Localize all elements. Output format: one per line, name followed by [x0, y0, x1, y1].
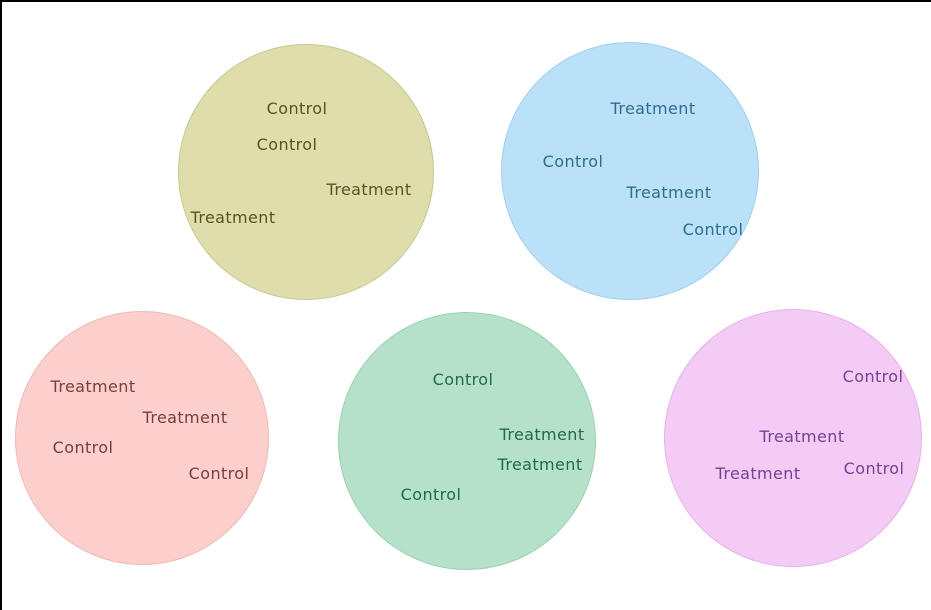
point-label: Treatment — [190, 208, 276, 227]
cluster-circle-green — [338, 312, 596, 570]
point-label: Treatment — [610, 99, 696, 118]
point-label: Treatment — [326, 180, 412, 199]
point-label: Treatment — [715, 464, 801, 483]
point-label: Control — [266, 99, 328, 118]
point-label: Control — [432, 370, 494, 389]
point-label: Control — [256, 135, 318, 154]
point-label: Treatment — [142, 408, 228, 427]
cluster-circle-olive — [178, 44, 434, 300]
cluster-circle-pink — [15, 311, 269, 565]
point-label: Treatment — [626, 183, 712, 202]
point-label: Control — [843, 459, 905, 478]
cluster-circle-blue — [501, 42, 759, 300]
point-label: Treatment — [497, 455, 583, 474]
point-label: Control — [542, 152, 604, 171]
point-label: Control — [52, 438, 114, 457]
point-label: Control — [842, 367, 904, 386]
point-label: Control — [188, 464, 250, 483]
point-label: Treatment — [759, 427, 845, 446]
point-label: Control — [400, 485, 462, 504]
point-label: Treatment — [50, 377, 136, 396]
point-label: Control — [682, 220, 744, 239]
point-label: Treatment — [499, 425, 585, 444]
cluster-circle-magenta — [664, 309, 922, 567]
